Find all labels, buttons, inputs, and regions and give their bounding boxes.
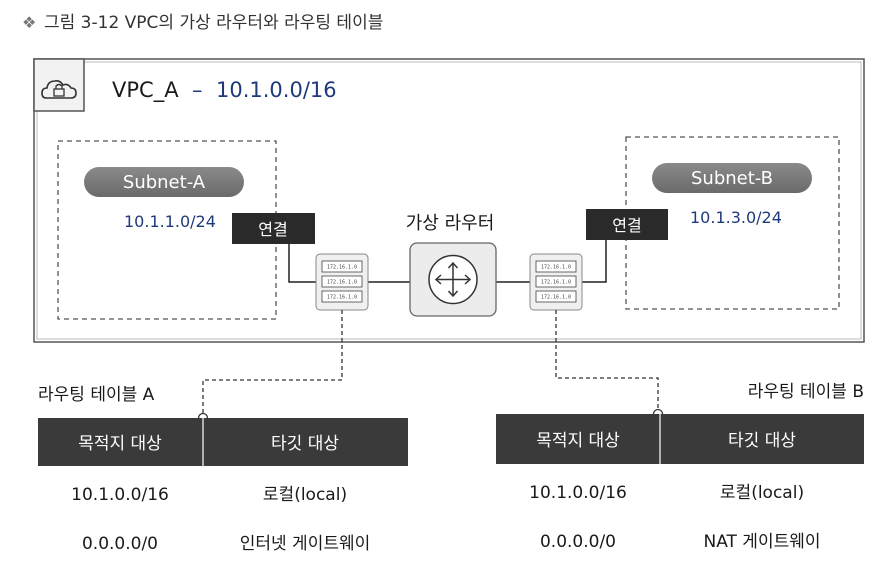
subnet-a-pill	[84, 167, 244, 197]
table-a-row1-target: 로컬(local)	[263, 485, 347, 505]
table-a-row1-destination: 10.1.0.0/16	[71, 485, 169, 505]
subnet-b-pill	[652, 163, 812, 193]
connect-a-label: 연결	[258, 220, 287, 239]
subnet-b-cidr: 10.1.3.0/24	[690, 208, 782, 227]
cloud-lock-icon	[33, 58, 85, 112]
table-a-header	[38, 418, 408, 466]
figure-title: 그림 3-12 VPC의 가상 라우터와 라우팅 테이블	[44, 13, 383, 33]
subnet-b-label: Subnet-B	[691, 168, 773, 189]
table-a-row2-target: 인터넷 게이트웨이	[240, 534, 371, 554]
routing-table-a: 라우팅 테이블 A 목적지 대상 타깃 대상 10.1.0.0/16 로컬(lo…	[38, 385, 408, 554]
vpc-cidr: 10.1.0.0/16	[216, 78, 337, 102]
table-a-row2-destination: 0.0.0.0/0	[82, 534, 158, 554]
subnet-a-cidr: 10.1.1.0/24	[124, 212, 216, 231]
virtual-router-icon	[409, 242, 497, 317]
vpc-name: VPC_A	[112, 78, 179, 103]
connect-b: 연결	[586, 209, 668, 240]
route-entry-text: 172.16.1.0	[327, 295, 357, 301]
route-table-b-icon: 172.16.1.0 172.16.1.0 172.16.1.0	[529, 253, 583, 311]
route-entry-text: 172.16.1.0	[541, 265, 571, 271]
table-b-row2-destination: 0.0.0.0/0	[540, 532, 616, 552]
routing-table-a-title: 라우팅 테이블 A	[38, 385, 155, 405]
table-b-row1-destination: 10.1.0.0/16	[529, 483, 627, 503]
caption-bullet-icon: ❖	[22, 13, 36, 32]
router-label: 가상 라우터	[406, 213, 495, 234]
table-links	[202, 310, 659, 418]
table-b-row2-target: NAT 게이트웨이	[703, 532, 820, 552]
table-b-header	[496, 414, 864, 464]
table-b-header-target: 타깃 대상	[728, 431, 796, 451]
vpc-dash: –	[192, 78, 203, 102]
table-b-header-destination: 목적지 대상	[536, 431, 620, 451]
table-a-header-destination: 목적지 대상	[78, 434, 162, 454]
routing-table-b: 라우팅 테이블 B 목적지 대상 타깃 대상 10.1.0.0/16 로컬(lo…	[496, 382, 864, 552]
connect-a: 연결	[232, 213, 315, 244]
table-a-header-target: 타깃 대상	[271, 434, 339, 454]
table-b-row1-target: 로컬(local)	[720, 483, 804, 503]
subnet-a-label: Subnet-A	[123, 172, 206, 193]
connection-lines	[288, 240, 607, 283]
connect-b-label: 연결	[612, 216, 641, 235]
route-entry-text: 172.16.1.0	[541, 280, 571, 286]
subnet-a: Subnet-A 10.1.1.0/24	[57, 140, 277, 320]
vpc-box: VPC_A – 10.1.0.0/16	[33, 58, 865, 343]
routing-table-b-title: 라우팅 테이블 B	[748, 382, 864, 402]
route-entry-text: 172.16.1.0	[327, 280, 357, 286]
figure-caption: ❖ 그림 3-12 VPC의 가상 라우터와 라우팅 테이블	[22, 13, 383, 33]
route-entry-text: 172.16.1.0	[541, 295, 571, 301]
route-table-a-icon: 172.16.1.0 172.16.1.0 172.16.1.0	[315, 253, 369, 311]
route-entry-text: 172.16.1.0	[327, 265, 357, 271]
